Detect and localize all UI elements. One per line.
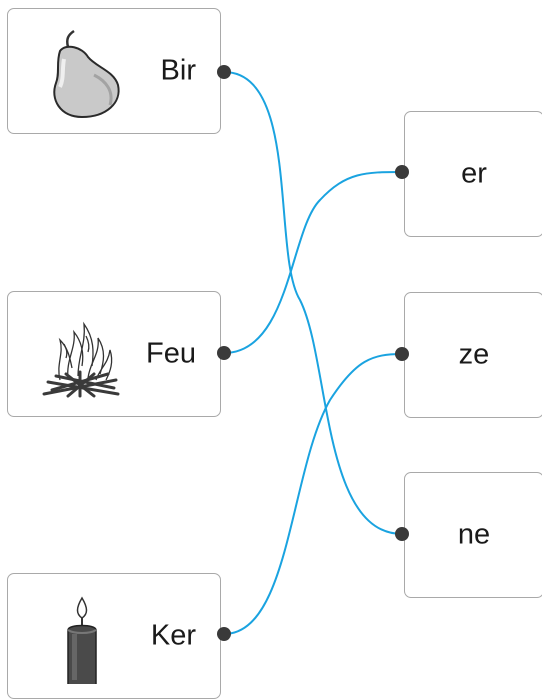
word-ne: ne (457, 518, 491, 551)
word-er: er (461, 157, 487, 190)
connection-ker-ze (223, 353, 403, 635)
pear-icon (53, 29, 120, 119)
connection-feu-er (223, 171, 403, 354)
connection-bir-ne (223, 71, 403, 535)
card-feu[interactable]: Feu (7, 291, 221, 417)
card-bir[interactable]: Bir (7, 8, 221, 134)
campfire-icon (42, 321, 120, 398)
card-ze[interactable]: ze (404, 292, 542, 418)
word-ker: Ker (150, 619, 196, 652)
word-feu: Feu (146, 337, 196, 370)
candle-icon (67, 596, 97, 684)
card-ker[interactable]: Ker (7, 573, 221, 699)
card-ne[interactable]: ne (404, 472, 542, 598)
word-bir: Bir (160, 54, 196, 87)
word-ze: ze (458, 338, 490, 371)
card-er[interactable]: er (404, 111, 542, 237)
